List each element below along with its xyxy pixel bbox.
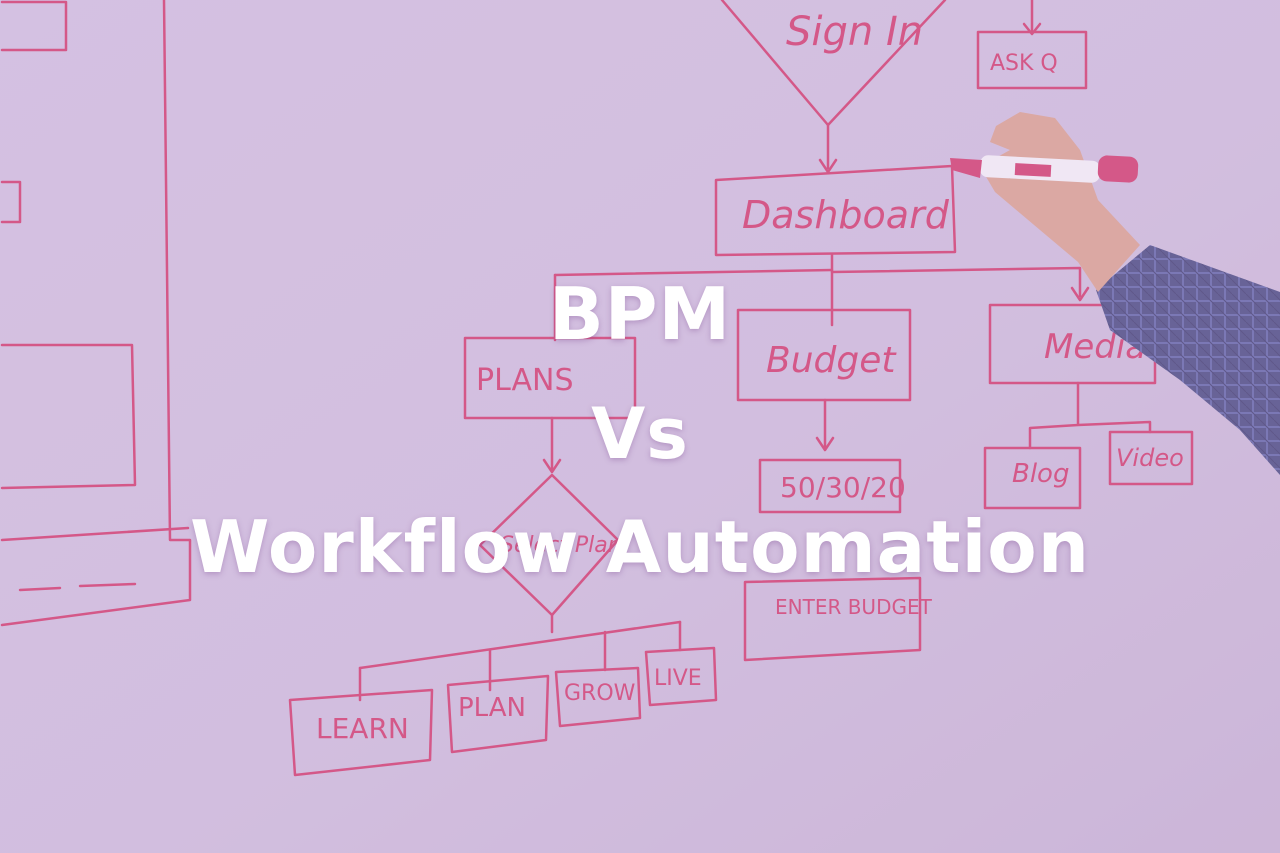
headline-vs: Vs: [591, 393, 689, 475]
marker-icon: [950, 155, 1139, 183]
diagram-label-ask-q: ASK Q: [990, 51, 1058, 76]
diagram-label-learn: LEARN: [316, 712, 409, 745]
headline-bpm: BPM: [548, 272, 732, 356]
diagram-label-plans: PLANS: [476, 363, 574, 398]
diagram-label-live: LIVE: [654, 666, 702, 691]
diagram-label-enter-budget: ENTER BUDGET: [775, 595, 933, 619]
diagram-label-plan: PLAN: [458, 693, 526, 723]
diagram-label-select-plan: Select Plan: [500, 533, 622, 558]
diagram-label-video: Video: [1116, 444, 1184, 472]
headline-workflow-automation: Workflow Automation: [189, 505, 1091, 589]
diagram-label-budget: Budget: [766, 340, 897, 381]
diagram-label-sign-in: Sign In: [786, 9, 923, 55]
diagram-label-dashboard: Dashboard: [742, 193, 950, 237]
diagram-label-blog: Blog: [1012, 459, 1069, 489]
hand-with-marker: [950, 112, 1280, 475]
diagram-label-50-30-20: 50/30/20: [780, 471, 906, 504]
diagram-label-grow: GROW: [564, 681, 636, 706]
diagram-lines: [0, 0, 1194, 777]
diagram-labels: Sign In ASK Q Dashboard PLANS Budget Med…: [316, 9, 1184, 745]
